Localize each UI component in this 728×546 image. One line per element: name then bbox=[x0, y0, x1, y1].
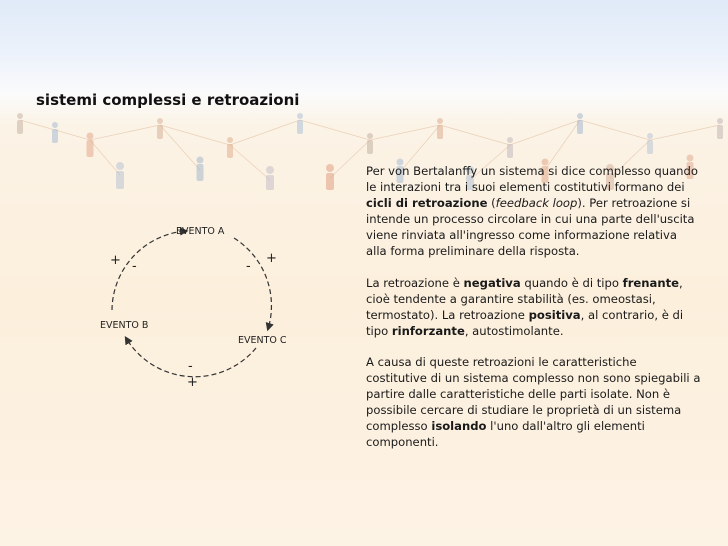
arc-c-to-b bbox=[124, 335, 257, 378]
p3-text-a: A causa di queste retroazioni le caratte… bbox=[366, 354, 701, 434]
arc-b-to-a bbox=[111, 227, 189, 311]
sign-bottom-plus: + bbox=[187, 375, 198, 390]
sign-right-minus: - bbox=[246, 259, 251, 274]
p1-italic-feedback: feedback loop bbox=[495, 196, 578, 211]
p2-text-e: , cioè tendente a garantire stabilità (e… bbox=[366, 275, 683, 322]
p2-text-c: quando è di tipo bbox=[520, 275, 623, 290]
p3-text-c: l'uno dall'altro gli elementi componenti… bbox=[366, 419, 645, 450]
body-text: Per von Bertalanffy un sistema si dice c… bbox=[366, 163, 701, 466]
node-evento-c: EVENTO C bbox=[238, 335, 287, 346]
slide-title: sistemi complessi e retroazioni bbox=[36, 91, 300, 109]
p1-text-a: Per von Bertalanffy un sistema si dice c… bbox=[366, 164, 698, 195]
paragraph-2: La retroazione è negativa quando è di ti… bbox=[366, 275, 701, 339]
feedback-loop-diagram: EVENTO A EVENTO B EVENTO C + - - + - + bbox=[100, 226, 287, 390]
p2-text-g: , al contrario, è di tipo bbox=[366, 307, 684, 338]
p2-bold-rinforzante: rinforzante bbox=[391, 323, 465, 338]
p2-text-a: La retroazione è bbox=[366, 275, 464, 290]
arc-a-to-c bbox=[233, 237, 274, 332]
node-evento-a: EVENTO A bbox=[176, 226, 225, 237]
people-network-decoration bbox=[17, 113, 723, 190]
node-evento-b: EVENTO B bbox=[100, 320, 148, 331]
p2-bold-negativa: negativa bbox=[463, 275, 521, 290]
p2-bold-positiva: positiva bbox=[528, 307, 581, 322]
p1-bold-cicli: cicli di retroazione bbox=[366, 196, 488, 211]
sign-bottom-minus: - bbox=[188, 359, 193, 374]
sign-left-minus: - bbox=[132, 259, 137, 274]
p2-bold-frenante: frenante bbox=[622, 275, 680, 290]
paragraph-3: A causa di queste retroazioni le caratte… bbox=[366, 354, 701, 451]
paragraph-1: Per von Bertalanffy un sistema si dice c… bbox=[366, 163, 701, 260]
p1-text-e: ). Per retroazione si intende un process… bbox=[366, 196, 695, 259]
p3-bold-isolando: isolando bbox=[431, 419, 487, 434]
p2-text-i: , autostimolante. bbox=[464, 323, 564, 338]
sign-right-plus: + bbox=[266, 251, 277, 266]
p1-text-c: ( bbox=[487, 196, 496, 211]
sign-left-plus: + bbox=[110, 253, 121, 268]
